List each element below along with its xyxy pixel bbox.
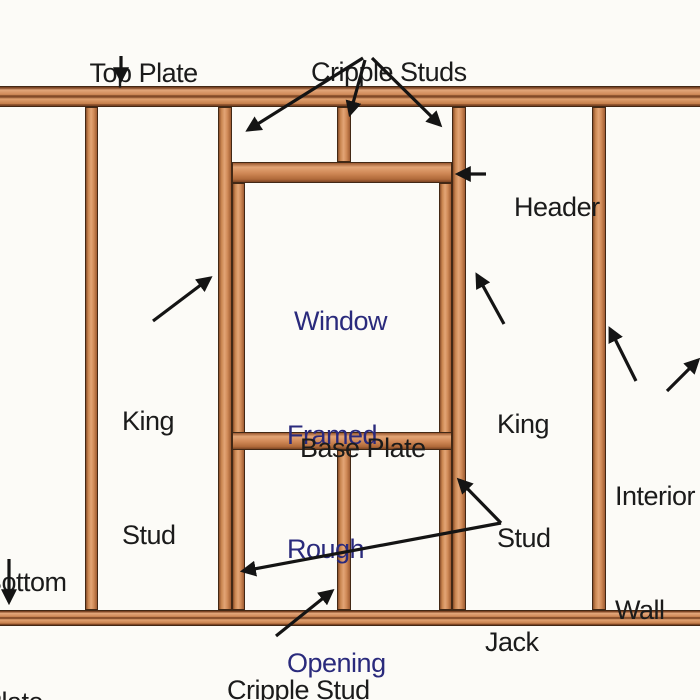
base-plate-label: Base Plate	[300, 433, 426, 463]
bottom-plate-label: Bottom Plate	[0, 567, 67, 700]
jack-studs-label: Jack Studs	[485, 627, 539, 657]
left-wall-stud	[85, 107, 98, 610]
arrow-interior-stud-left	[608, 326, 638, 382]
king-stud-right	[452, 107, 466, 610]
king-stud-left	[218, 107, 232, 610]
header-beam	[232, 162, 452, 183]
header-label: Header	[514, 192, 600, 222]
arrow-interior-stud-right	[665, 357, 700, 393]
cripple-stud-label: Cripple Stud	[227, 675, 370, 700]
jack-stud-right	[439, 183, 452, 610]
king-stud-right-label: King Stud	[497, 409, 551, 553]
cripple-studs-label: Cripple Studs	[311, 57, 467, 87]
bottom-plate	[0, 610, 700, 626]
jack-stud-left	[232, 183, 245, 610]
base-plate-sill	[232, 432, 452, 450]
interior-wall-stud	[592, 107, 606, 610]
king-stud-left-label: King Stud	[122, 406, 176, 550]
interior-wall-studs-label: Interior Wall Studs	[615, 481, 696, 625]
arrow-king-stud-right	[475, 272, 506, 325]
arrow-king-stud-left	[152, 276, 213, 323]
top-plate-label: Top Plate	[89, 58, 199, 88]
